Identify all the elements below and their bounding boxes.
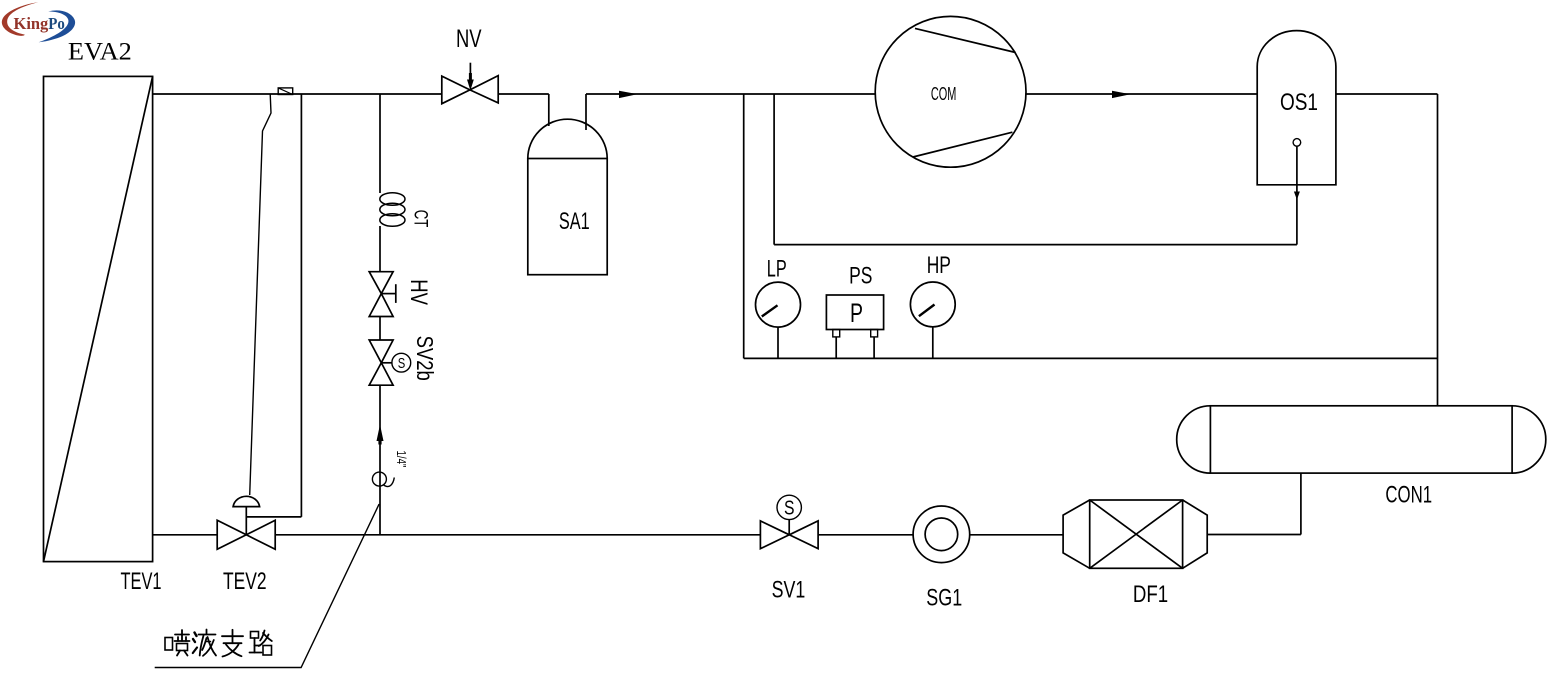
svg-text:Po: Po (48, 14, 65, 33)
svg-text:TEV2: TEV2 (223, 568, 267, 595)
svg-text:SV1: SV1 (772, 577, 806, 604)
svg-text:PS: PS (849, 262, 872, 289)
svg-text:TEV1: TEV1 (121, 568, 162, 595)
svg-text:P: P (850, 298, 863, 328)
svg-text:CON1: CON1 (1385, 481, 1432, 508)
svg-text:DF1: DF1 (1133, 581, 1168, 608)
svg-text:S: S (784, 498, 795, 520)
svg-text:OS1: OS1 (1280, 89, 1318, 116)
svg-text:EVA2: EVA2 (68, 38, 132, 65)
svg-text:S: S (398, 355, 406, 372)
svg-text:1/4": 1/4" (394, 451, 408, 468)
svg-text:COM: COM (931, 83, 957, 104)
svg-text:CT: CT (409, 210, 431, 228)
svg-text:King: King (14, 14, 49, 33)
svg-text:NV: NV (456, 25, 482, 53)
svg-text:LP: LP (767, 255, 787, 282)
svg-text:SA1: SA1 (559, 208, 590, 235)
svg-text:HP: HP (927, 252, 951, 279)
svg-text:SV2b: SV2b (412, 336, 438, 381)
svg-text:HV: HV (405, 279, 432, 305)
svg-text:SG1: SG1 (926, 585, 962, 612)
